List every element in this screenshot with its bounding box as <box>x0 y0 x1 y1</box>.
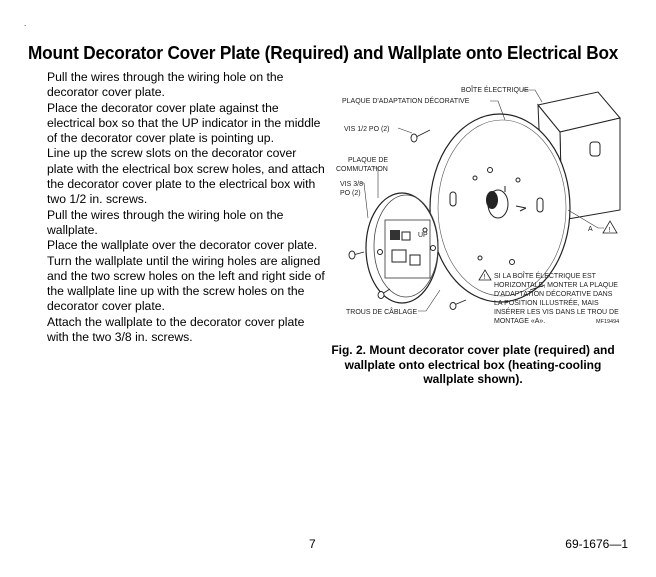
label-plaque-commutation-2: COMMUTATION <box>336 166 388 173</box>
step-1: Pull the wires through the wiring hole o… <box>47 70 284 100</box>
label-a: A <box>588 226 593 233</box>
page-title: Mount Decorator Cover Plate (Required) a… <box>28 42 619 63</box>
step-5: Place the wallplate over the decorator c… <box>47 238 325 314</box>
label-plaque-adaptation: PLAQUE D'ADAPTATION DÉCORATIVE <box>342 96 470 105</box>
page-number: 7 <box>309 537 316 551</box>
instruction-steps: Pull the wires through the wiring hole o… <box>47 70 325 345</box>
label-vis-half-inch: VIS 1/2 PO (2) <box>344 126 390 133</box>
warning-line-6: MONTAGE «A». <box>494 318 545 325</box>
warning-line-2: HORIZONTALE, MONTER LA PLAQUE <box>494 282 618 289</box>
label-trous-cablage: TROUS DE CÂBLAGE <box>346 307 418 316</box>
label-vis-3-8-1: VIS 3/8 <box>340 181 363 188</box>
label-boite-electrique: BOÎTE ÉLECTRIQUE <box>461 85 529 94</box>
label-vis-3-8-2: PO (2) <box>340 190 361 197</box>
step-4: Pull the wires through the wiring hole o… <box>47 207 284 237</box>
warning-line-5: INSÉRER LES VIS DANS LE TROU DE <box>494 307 619 316</box>
screws <box>348 129 546 310</box>
figure-id: MF19494 <box>596 319 619 325</box>
warning-line-4: LA POSITION ILLUSTRÉE, MAIS <box>494 298 599 307</box>
warning-symbol: ! <box>484 274 486 281</box>
step-3: Line up the screw slots on the decorator… <box>47 146 325 207</box>
document-number: 69-1676—1 <box>565 537 628 551</box>
leader-lines <box>360 89 604 312</box>
top-mark: . <box>24 19 27 28</box>
step-6: Attach the wallplate to the decorator co… <box>47 314 305 345</box>
warning-line-1: SI LA BOÎTE ÉLECTRIQUE EST <box>494 271 597 280</box>
decorator-cover-plate <box>429 113 571 303</box>
warning-icon-a: ! <box>602 220 618 234</box>
label-up: UP <box>418 232 428 239</box>
warning-symbol-a: ! <box>609 227 611 234</box>
mounting-diagram-svg: UP BOÎTE ÉLECTRIQUE PLAQUE D'ADAPTATION <box>336 85 621 325</box>
label-plaque-commutation-1: PLAQUE DE <box>348 157 388 164</box>
warning-line-3: D'ADAPTATION DÉCORATIVE DANS <box>494 289 613 298</box>
step-2: Place the decorator cover plate against … <box>47 100 321 146</box>
figure-caption: Fig. 2. Mount decorator cover plate (req… <box>331 343 615 386</box>
wallplate: UP <box>365 192 439 304</box>
mounting-diagram: UP BOÎTE ÉLECTRIQUE PLAQUE D'ADAPTATION <box>330 80 630 335</box>
warning-icon: ! <box>478 269 492 281</box>
